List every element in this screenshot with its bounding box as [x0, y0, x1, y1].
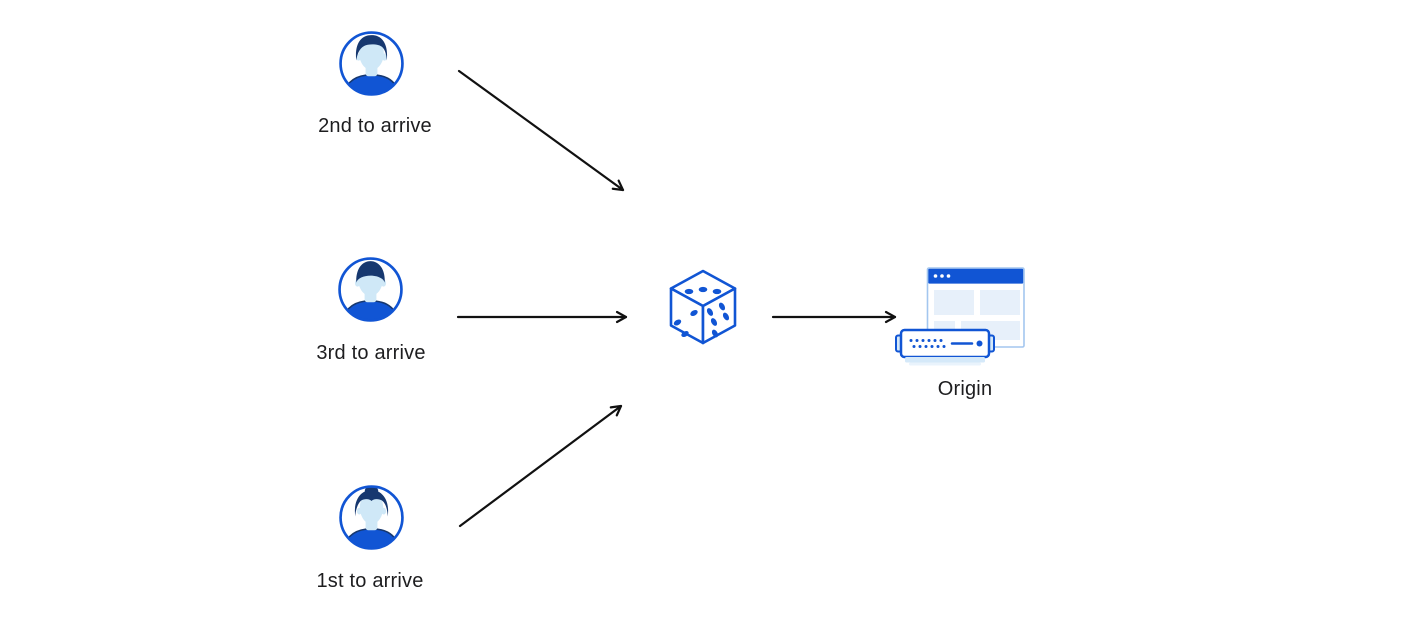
male-wavy-hair-avatar-icon — [339, 31, 404, 96]
actor-user-2nd — [338, 30, 405, 102]
server-vent-dots — [909, 339, 946, 348]
randomizer-node — [668, 268, 738, 351]
origin-node — [894, 262, 1028, 371]
actor-label-user-1st: 1st to arrive — [316, 570, 424, 592]
origin-label: Origin — [937, 378, 993, 400]
actor-user-1st — [338, 484, 405, 556]
male-short-hair-avatar-icon — [338, 257, 403, 322]
origin-server-browser-icon — [895, 267, 1025, 366]
actor-user-3rd — [337, 256, 404, 328]
dice-icon — [669, 269, 737, 345]
arrow-user1-to-dice — [458, 404, 623, 528]
actor-label-user-3rd: 3rd to arrive — [316, 342, 426, 364]
arrow-user2-to-dice — [457, 69, 625, 192]
female-bun-avatar-icon — [339, 485, 404, 550]
actor-label-user-2nd: 2nd to arrive — [318, 115, 432, 137]
